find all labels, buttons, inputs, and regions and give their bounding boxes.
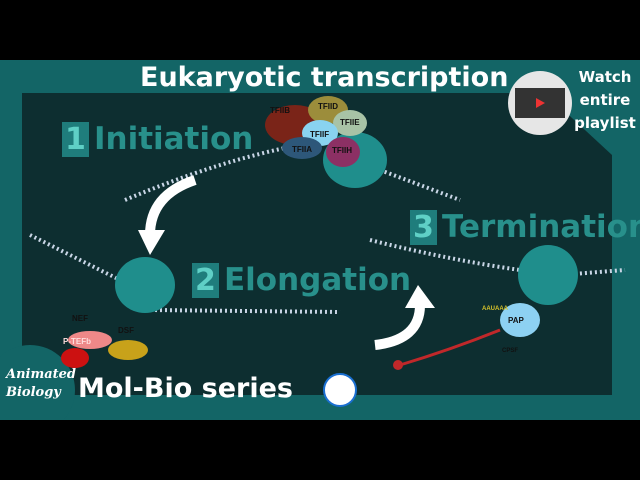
step-elongation: 2 Elongation — [192, 258, 411, 303]
rna-polymerase — [518, 245, 578, 305]
step-number: 1 — [62, 122, 89, 157]
factor-label: TFIIE — [340, 118, 360, 127]
dna-logo-icon — [323, 373, 357, 407]
factor-label: TFIIB — [270, 106, 290, 115]
factor-label: PAP — [508, 316, 524, 325]
step-label: Termination — [441, 209, 640, 245]
logo-circle — [0, 345, 75, 420]
factor-label: TFIIF — [310, 130, 330, 139]
rna-strand — [399, 328, 501, 367]
factor-label: TFIIH — [332, 146, 352, 155]
factor-label: DSF — [118, 326, 134, 335]
step-number: 3 — [410, 210, 437, 245]
rna-polymerase — [115, 257, 175, 313]
diagram-canvas — [0, 71, 626, 420]
step-number: 2 — [192, 263, 219, 298]
dna-strand — [149, 308, 341, 314]
step-termination: 3 Termination — [410, 205, 640, 250]
dna-strand — [369, 238, 521, 272]
dna-strand — [29, 233, 121, 282]
dark-panel — [22, 93, 612, 395]
series-label: Mol-Bio series — [78, 373, 293, 404]
factor-label: AAUAAA — [482, 306, 508, 312]
thumbnail-frame — [0, 60, 640, 420]
arrow-icon — [145, 175, 197, 236]
step-label: Initiation — [93, 121, 254, 157]
factor-label: TFIIA — [292, 145, 312, 154]
step-label: Elongation — [223, 262, 412, 298]
factor-label: P-TEFb — [63, 337, 91, 346]
step-initiation: 1 Initiation — [62, 117, 253, 162]
arrow-icon — [374, 304, 425, 350]
dna-strand — [379, 168, 461, 202]
factor-label: TFIID — [318, 102, 338, 111]
factor-label: CPSF — [502, 348, 519, 354]
factor-label: NEF — [72, 314, 88, 323]
page-title: Eukaryotic transcription — [140, 62, 509, 93]
